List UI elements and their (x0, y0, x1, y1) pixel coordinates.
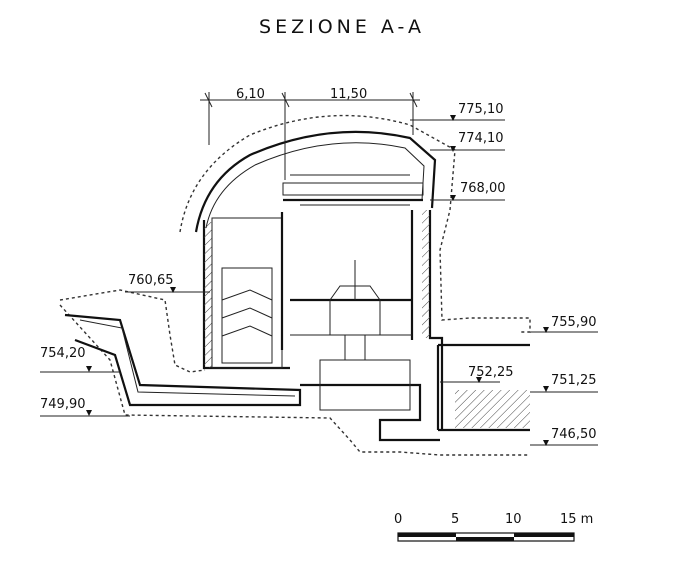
tailrace-grille (455, 390, 530, 428)
elevation-754-20: 754,20 (40, 346, 86, 361)
elevation-755-90: 755,90 (551, 315, 597, 330)
penstock-tunnel (64, 313, 302, 407)
cavern-left-wall (202, 220, 290, 370)
scale-tick-15m: 15 m (560, 512, 594, 527)
draft-tube (300, 383, 440, 442)
scale-tick-10: 10 (505, 512, 522, 527)
scale-bar (397, 532, 575, 542)
elevation-768-00: 768,00 (460, 181, 506, 196)
elevation-markers (40, 115, 598, 446)
stair-flights (221, 289, 273, 337)
dimension-label-6-10: 6,10 (236, 87, 265, 102)
cavern-vault-inner (205, 142, 425, 229)
rock-excavation-outline (59, 114, 531, 373)
drawing-title: SEZIONE A-A (259, 16, 425, 38)
dimension-label-11-50: 11,50 (330, 87, 368, 102)
elevation-749-90: 749,90 (40, 397, 86, 412)
scale-tick-0: 0 (394, 512, 403, 527)
cavern-vault-outer (194, 130, 437, 233)
elevation-775-10: 775,10 (458, 102, 504, 117)
turbine-pit (319, 359, 411, 411)
scale-tick-5: 5 (451, 512, 460, 527)
left-rock-wall-hatch (204, 222, 212, 368)
cavern-right-wall (428, 210, 444, 430)
tailrace-gallery (436, 343, 530, 432)
crane-runway (282, 182, 424, 196)
elevation-746-50: 746,50 (551, 427, 597, 442)
rock-excavation-lower (59, 304, 530, 456)
right-rock-wall-hatch (422, 210, 430, 338)
staircase-core (221, 267, 273, 364)
elevation-751-25: 751,25 (551, 373, 597, 388)
elevation-760-65: 760,65 (128, 273, 174, 288)
elevation-752-25: 752,25 (468, 365, 514, 380)
elevation-774-10: 774,10 (458, 131, 504, 146)
penstock-inner (79, 319, 296, 397)
